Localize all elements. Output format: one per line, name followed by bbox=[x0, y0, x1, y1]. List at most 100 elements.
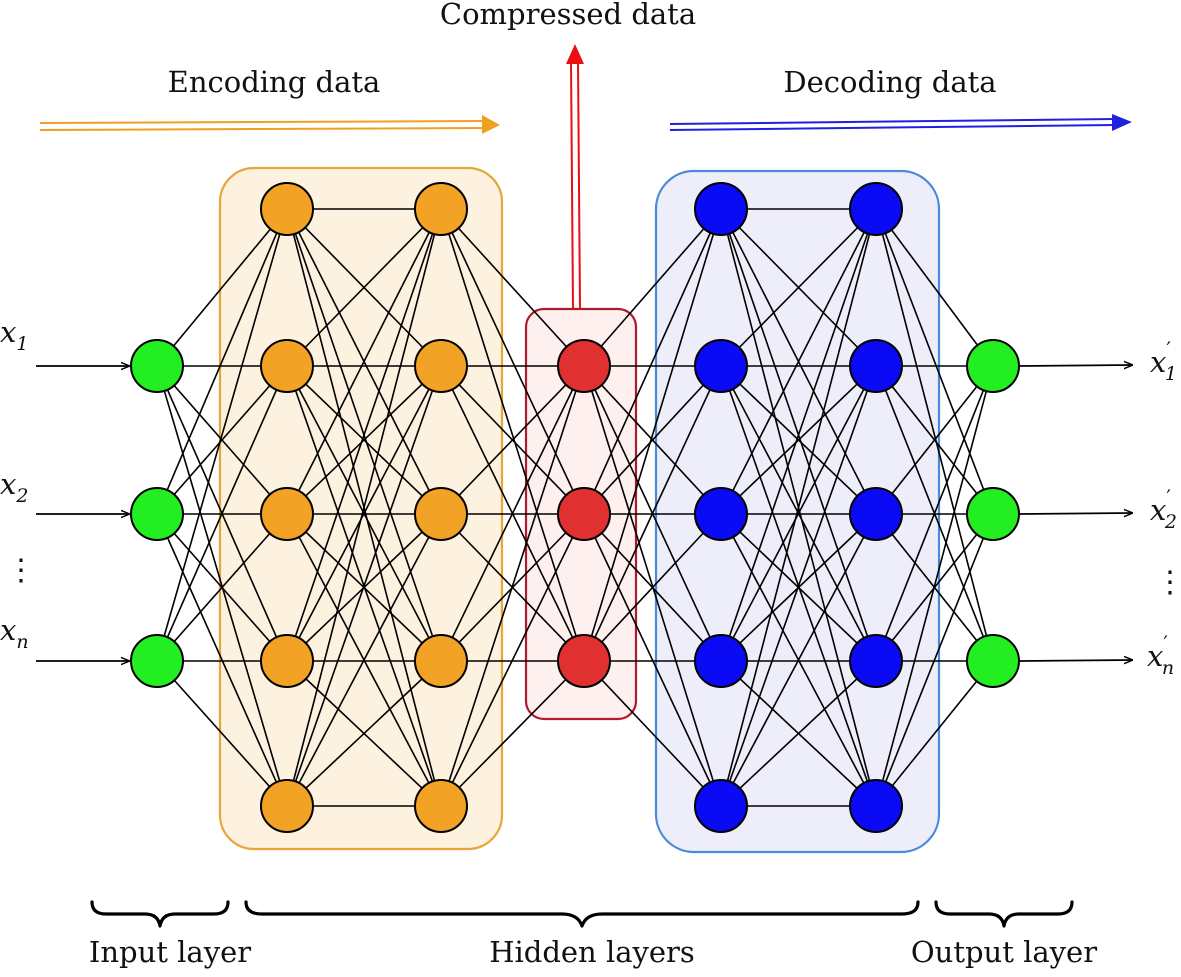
compressed-data-arrow bbox=[566, 44, 584, 310]
edge-encoder-1-5-to-encoder-2-2 bbox=[286, 365, 442, 807]
node-encoder-1-1 bbox=[260, 182, 314, 236]
output-layer-label: Output layer bbox=[911, 935, 1097, 969]
edge-input-1-to-encoder-1-5 bbox=[156, 365, 288, 807]
edge-encoder-2-5-to-bottleneck-1 bbox=[440, 365, 585, 807]
node-output-2 bbox=[966, 487, 1020, 541]
compressed-data-label: Compressed data bbox=[440, 0, 696, 31]
input-label-xn: xn bbox=[0, 613, 29, 653]
edge-bottleneck-2-to-decoder-1-5 bbox=[583, 513, 722, 807]
edge-decoder-2-1-to-output-1 bbox=[875, 208, 994, 367]
edge-encoder-2-4-to-bottleneck-1 bbox=[440, 365, 585, 662]
node-encoder-2-3 bbox=[414, 487, 468, 541]
edge-encoder-2-1-to-bottleneck-1 bbox=[440, 208, 585, 367]
edge-input-1-to-encoder-1-1 bbox=[156, 208, 288, 367]
node-decoder-2-1 bbox=[849, 182, 903, 236]
input-layer-label: Input layer bbox=[89, 935, 251, 969]
edge-encoder-1-5-to-encoder-2-1 bbox=[286, 208, 442, 807]
node-bottleneck-1 bbox=[557, 339, 611, 393]
node-decoder-1-5 bbox=[694, 779, 748, 833]
edge-encoder-1-3-to-encoder-2-2 bbox=[286, 365, 442, 515]
edge-encoder-2-3-to-bottleneck-1 bbox=[440, 365, 585, 515]
node-bottleneck-3 bbox=[557, 634, 611, 688]
node-decoder-2-3 bbox=[849, 487, 903, 541]
edge-input-3-to-encoder-1-5 bbox=[156, 660, 288, 807]
edge-encoder-2-5-to-bottleneck-2 bbox=[440, 513, 585, 807]
decoding-arrow bbox=[669, 114, 1132, 131]
hidden-layers-label: Hidden layers bbox=[489, 935, 695, 969]
node-encoder-1-4 bbox=[260, 634, 314, 688]
edge-decoder-1-2-to-decoder-2-1 bbox=[720, 208, 877, 367]
edge-input-3-to-encoder-1-2 bbox=[156, 365, 288, 662]
input-label-x2: x2 bbox=[0, 467, 28, 507]
network-nodes bbox=[130, 182, 1020, 833]
output-label-x1-prime: x′1 bbox=[1150, 337, 1177, 385]
edge-input-3-to-encoder-1-1 bbox=[156, 208, 288, 662]
edge-decoder-1-3-to-decoder-2-1 bbox=[720, 208, 877, 515]
edge-decoder-1-5-to-decoder-2-2 bbox=[720, 365, 877, 807]
node-encoder-2-5 bbox=[414, 779, 468, 833]
node-decoder-1-1 bbox=[694, 182, 748, 236]
node-input-3 bbox=[130, 634, 184, 688]
output-arrow-3 bbox=[1019, 660, 1132, 661]
edge-decoder-1-3-to-decoder-2-2 bbox=[720, 365, 877, 515]
decoding-data-label: Decoding data bbox=[783, 65, 996, 99]
output-layer-brace bbox=[934, 900, 1074, 928]
edge-encoder-1-5-to-encoder-2-3 bbox=[286, 513, 442, 807]
edge-decoder-1-5-to-decoder-2-3 bbox=[720, 513, 877, 807]
edge-bottleneck-3-to-decoder-1-3 bbox=[583, 513, 722, 662]
edge-bottleneck-2-to-decoder-1-2 bbox=[583, 365, 722, 515]
node-output-1 bbox=[966, 339, 1020, 393]
output-label-xn-prime: x′n bbox=[1147, 631, 1174, 679]
edge-decoder-2-5-to-output-2 bbox=[875, 513, 994, 807]
edge-input-2-to-encoder-1-5 bbox=[156, 513, 288, 807]
edge-encoder-2-5-to-bottleneck-3 bbox=[440, 660, 585, 807]
edge-decoder-2-3-to-output-1 bbox=[875, 365, 994, 515]
output-ellipsis: ⋮ bbox=[1155, 565, 1181, 600]
node-encoder-1-3 bbox=[260, 487, 314, 541]
node-input-1 bbox=[130, 339, 184, 393]
input-label-x1: x1 bbox=[0, 315, 28, 355]
node-encoder-1-2 bbox=[260, 339, 314, 393]
node-decoder-1-4 bbox=[694, 634, 748, 688]
edge-decoder-2-5-to-output-1 bbox=[875, 365, 994, 807]
edge-decoder-1-5-to-decoder-2-4 bbox=[720, 660, 877, 807]
edge-decoder-2-4-to-output-1 bbox=[875, 365, 994, 662]
edge-bottleneck-2-to-decoder-1-1 bbox=[583, 208, 722, 515]
node-decoder-2-2 bbox=[849, 339, 903, 393]
edge-input-2-to-encoder-1-2 bbox=[156, 365, 288, 515]
node-encoder-2-2 bbox=[414, 339, 468, 393]
encoding-data-label: Encoding data bbox=[168, 65, 381, 99]
edge-decoder-1-4-to-decoder-2-1 bbox=[720, 208, 877, 662]
node-input-2 bbox=[130, 487, 184, 541]
io-arrows bbox=[36, 365, 1132, 661]
output-arrow-2 bbox=[1019, 513, 1132, 514]
edge-encoder-2-1-to-bottleneck-3 bbox=[440, 208, 585, 662]
output-arrow-1 bbox=[1019, 365, 1132, 366]
node-bottleneck-2 bbox=[557, 487, 611, 541]
node-output-3 bbox=[966, 634, 1020, 688]
output-label-x2-prime: x′2 bbox=[1150, 485, 1177, 533]
edge-decoder-2-1-to-output-3 bbox=[875, 208, 994, 662]
edge-encoder-1-4-to-encoder-2-1 bbox=[286, 208, 442, 662]
node-decoder-1-3 bbox=[694, 487, 748, 541]
edge-decoder-1-4-to-decoder-2-2 bbox=[720, 365, 877, 662]
edge-bottleneck-3-to-decoder-1-5 bbox=[583, 660, 722, 807]
node-decoder-1-2 bbox=[694, 339, 748, 393]
hidden-layers-brace bbox=[244, 900, 920, 928]
edge-encoder-1-5-to-encoder-2-4 bbox=[286, 660, 442, 807]
node-encoder-1-5 bbox=[260, 779, 314, 833]
edge-encoder-1-4-to-encoder-2-2 bbox=[286, 365, 442, 662]
edge-bottleneck-3-to-decoder-1-2 bbox=[583, 365, 722, 662]
edge-decoder-2-1-to-output-2 bbox=[875, 208, 994, 515]
edge-input-3-to-encoder-1-3 bbox=[156, 513, 288, 662]
edge-bottleneck-1-to-decoder-1-1 bbox=[583, 208, 722, 367]
edge-decoder-2-5-to-output-3 bbox=[875, 660, 994, 807]
input-ellipsis: ⋮ bbox=[6, 553, 36, 588]
edge-decoder-1-5-to-decoder-2-1 bbox=[720, 208, 877, 807]
edge-input-2-to-encoder-1-1 bbox=[156, 208, 288, 515]
edge-encoder-2-1-to-bottleneck-2 bbox=[440, 208, 585, 515]
edge-bottleneck-3-to-decoder-1-1 bbox=[583, 208, 722, 662]
edge-encoder-1-2-to-encoder-2-1 bbox=[286, 208, 442, 367]
